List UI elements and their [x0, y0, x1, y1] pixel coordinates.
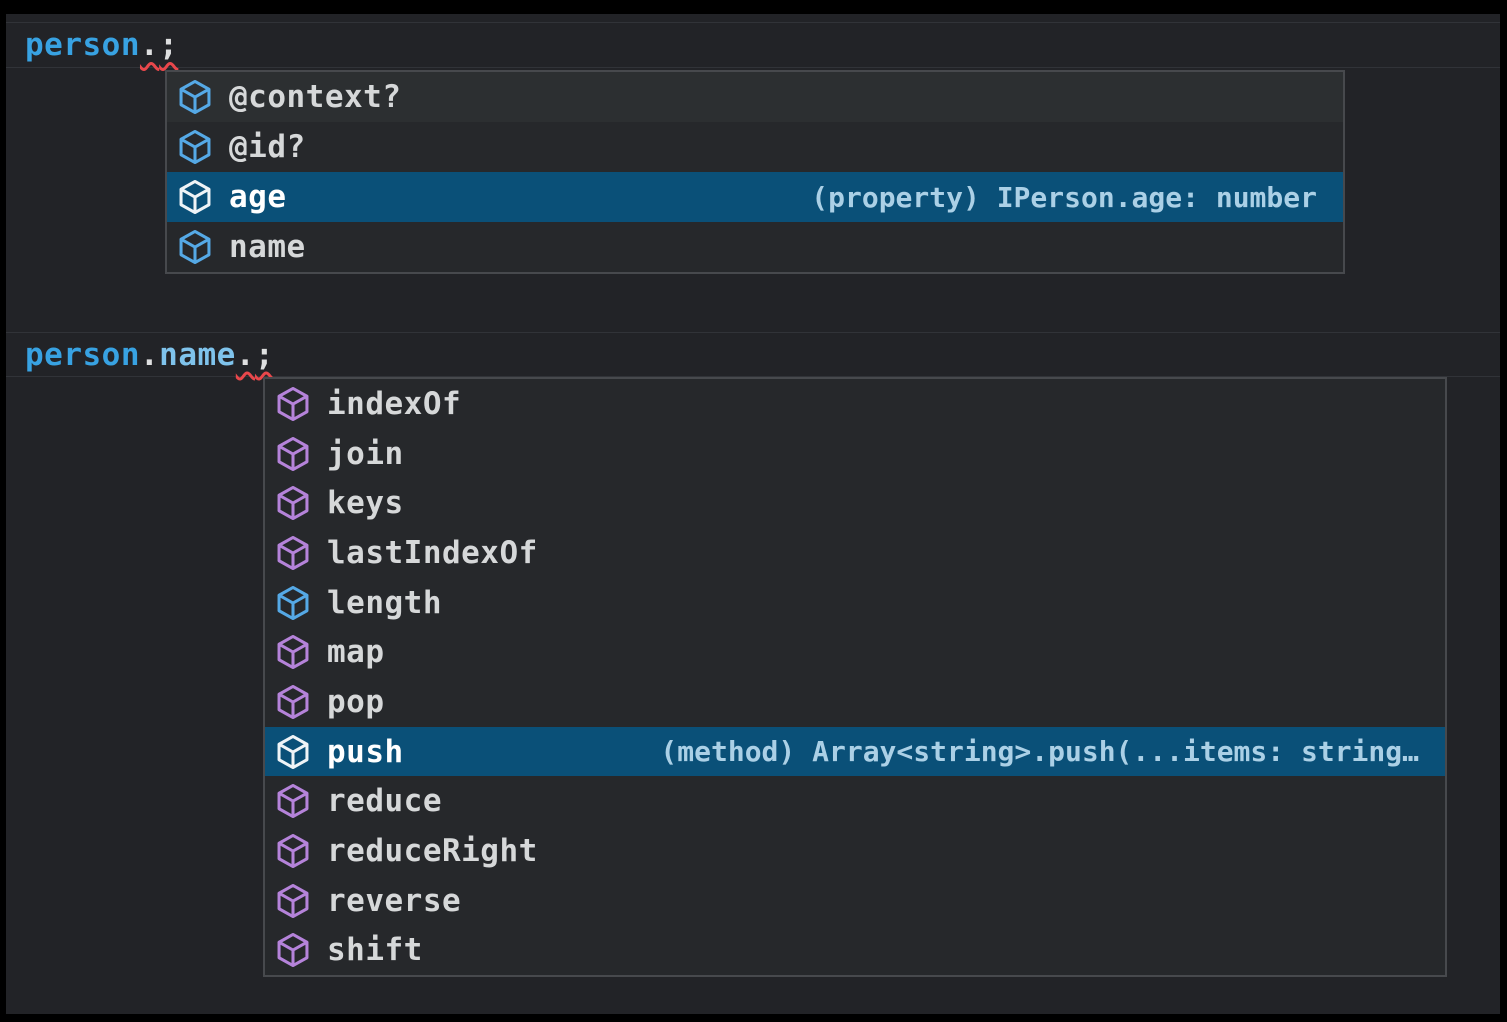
suggest-item-push[interactable]: push (method) Array<string>.push(...item… [265, 726, 1445, 777]
suggest-item-label: reverse [327, 882, 462, 919]
suggest-widget-person-name: indexOf join keys lastIndexOf length map… [263, 377, 1447, 977]
code-token-dot-error: . [235, 336, 255, 373]
code-line-2[interactable]: person.name.; [6, 332, 1500, 377]
suggest-item-label: @id? [229, 129, 306, 165]
code-text: person.; [6, 27, 178, 63]
code-token-person: person [25, 27, 140, 63]
suggest-item-label: map [327, 634, 385, 671]
suggest-item-label: keys [327, 485, 404, 522]
code-token-person: person [25, 336, 140, 373]
suggest-widget-person: @context? @id? age (property) IPerson.ag… [165, 70, 1345, 274]
method-icon [277, 486, 309, 521]
method-icon [277, 784, 309, 819]
suggest-item-label: push [327, 733, 404, 770]
suggest-item-detail: (method) Array<string>.push(...items: st… [660, 735, 1419, 769]
field-icon [277, 585, 309, 620]
method-icon [277, 635, 309, 670]
method-icon [277, 386, 309, 421]
suggest-item-reverse[interactable]: reverse [265, 876, 1445, 926]
method-icon [277, 833, 309, 868]
suggest-item-label: join [327, 435, 404, 472]
suggest-item-label: reduce [327, 783, 442, 820]
code-token-dot: . [139, 336, 160, 373]
suggest-item-label: lastIndexOf [327, 534, 538, 571]
code-token-semicolon-error: ; [159, 27, 179, 63]
suggest-item-join[interactable]: join [265, 429, 1445, 479]
suggest-item-indexof[interactable]: indexOf [265, 379, 1445, 429]
suggest-item-label: age [229, 179, 287, 215]
code-text: person.name.; [6, 337, 274, 373]
suggest-item-label: reduceRight [327, 832, 538, 869]
suggest-item-id[interactable]: @id? [167, 122, 1343, 172]
method-icon [277, 933, 309, 968]
code-token-name: name [159, 336, 236, 373]
suggest-item-pop[interactable]: pop [265, 677, 1445, 727]
suggest-item-keys[interactable]: keys [265, 478, 1445, 528]
suggest-item-reduceright[interactable]: reduceRight [265, 826, 1445, 876]
suggest-item-map[interactable]: map [265, 627, 1445, 677]
suggest-item-reduce[interactable]: reduce [265, 776, 1445, 826]
suggest-item-lastindexof[interactable]: lastIndexOf [265, 528, 1445, 578]
method-icon [277, 436, 309, 471]
suggest-item-age[interactable]: age (property) IPerson.age: number [167, 172, 1343, 222]
suggest-item-label: indexOf [327, 385, 462, 422]
suggest-item-detail: (property) IPerson.age: number [811, 180, 1317, 214]
field-icon [179, 129, 211, 165]
suggest-item-shift[interactable]: shift [265, 925, 1445, 975]
suggest-item-label: @context? [229, 79, 402, 115]
method-icon [277, 883, 309, 918]
code-token-semicolon-error: ; [254, 336, 275, 373]
suggest-item-label: pop [327, 683, 385, 720]
suggest-item-label: length [327, 584, 442, 621]
field-icon [179, 79, 211, 115]
method-icon [277, 684, 309, 719]
method-icon [277, 535, 309, 570]
code-line-1[interactable]: person.; [6, 22, 1500, 68]
suggest-item-context[interactable]: @context? [167, 72, 1343, 122]
method-icon [277, 734, 309, 769]
field-icon [179, 179, 211, 215]
suggest-item-name[interactable]: name [167, 222, 1343, 272]
suggest-item-label: shift [327, 932, 423, 969]
editor-surface[interactable]: person.; @context? @id? age (property) I… [6, 14, 1500, 1014]
field-icon [179, 229, 211, 265]
suggest-item-length[interactable]: length [265, 578, 1445, 628]
code-token-dot-error: . [139, 27, 160, 63]
suggest-item-label: name [229, 229, 306, 265]
